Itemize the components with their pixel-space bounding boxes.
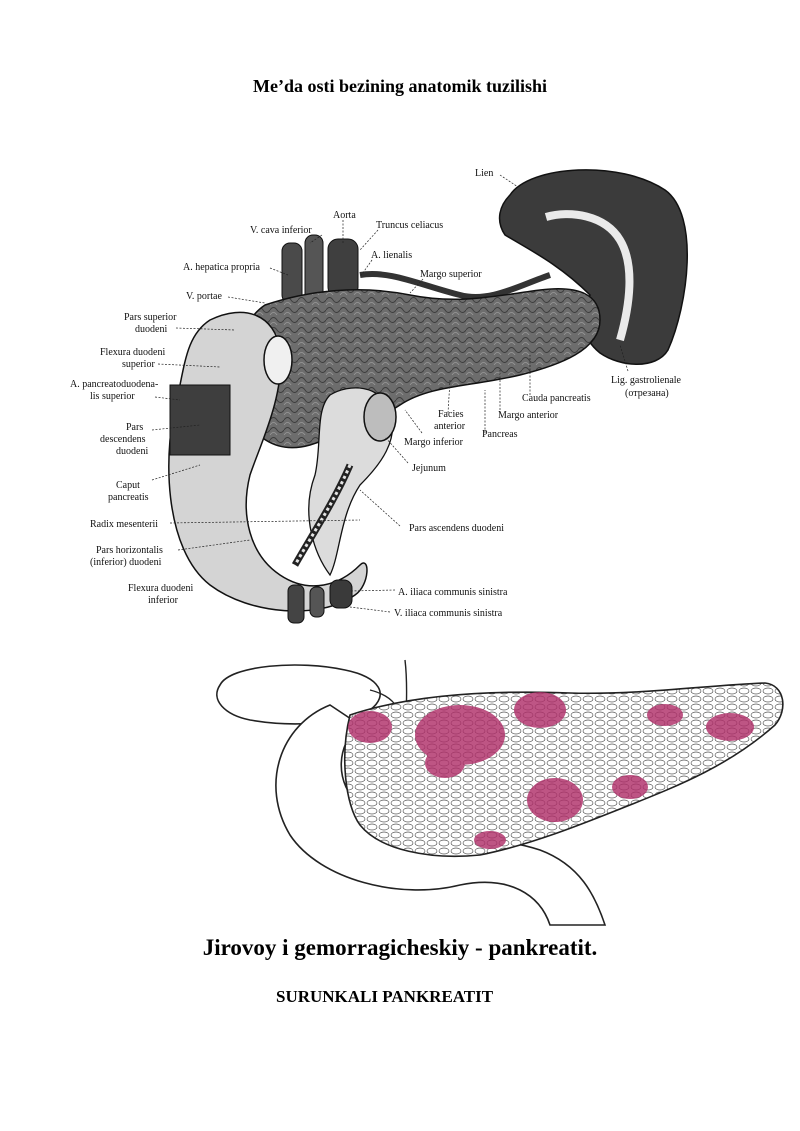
label-lig-gastrolienale-2: (отрезана): [625, 388, 669, 399]
label-jejunum: Jejunum: [412, 463, 446, 474]
label-pars-superior-1: Pars superior: [124, 312, 177, 323]
page-title: Me’da osti bezining anatomik tuzilishi: [252, 76, 548, 96]
label-a-iliaca-communis-sinistra: A. iliaca communis sinistra: [398, 587, 508, 598]
label-flexura-superior-1: Flexura duodeni: [100, 347, 165, 358]
label-a-lienalis: A. lienalis: [371, 250, 412, 261]
label-caput-pancreatis-2: pancreatis: [108, 492, 149, 503]
label-facies-anterior-1: Facies: [438, 409, 464, 420]
label-v-portae: V. portae: [186, 291, 222, 302]
label-flexura-inferior-1: Flexura duodeni: [128, 583, 193, 594]
label-margo-inferior: Margo inferior: [404, 437, 464, 448]
label-a-hepatica-propria: A. hepatica propria: [183, 262, 260, 273]
label-v-iliaca-communis-sinistra: V. iliaca communis sinistra: [394, 608, 503, 619]
label-lien: Lien: [475, 168, 493, 179]
label-lig-gastrolienale-1: Lig. gastrolienale: [611, 375, 682, 386]
label-facies-anterior-2: anterior: [434, 421, 466, 432]
label-pars-ascendens-duodeni: Pars ascendens duodeni: [409, 523, 504, 534]
label-pars-horizontalis-1: Pars horizontalis: [96, 545, 163, 556]
label-caput-pancreatis-1: Caput: [116, 480, 140, 491]
figure-caption: Jirovoy i gemorragicheskiy - pankreatit.: [202, 935, 598, 960]
label-radix-mesenterii: Radix mesenterii: [90, 519, 158, 530]
label-margo-anterior: Margo anterior: [498, 410, 559, 421]
label-aorta: Aorta: [333, 210, 356, 221]
label-pars-superior-2: duodeni: [135, 324, 167, 335]
label-margo-superior: Margo superior: [420, 269, 482, 280]
label-v-cava-inferior: V. cava inferior: [250, 225, 312, 236]
label-pars-descendens-2: descendens: [100, 434, 146, 445]
label-pancreas: Pancreas: [482, 429, 518, 440]
label-a-pancreatoduodenalis-1: A. pancreatoduodena-: [70, 379, 158, 390]
hemorrhage-foci: [348, 692, 754, 849]
label-pars-descendens-1: Pars: [126, 422, 143, 433]
label-flexura-inferior-2: inferior: [148, 595, 179, 606]
label-pars-descendens-3: duodeni: [116, 446, 148, 457]
label-pars-horizontalis-2: (inferior) duodeni: [90, 557, 162, 568]
pancreas-anatomy-illustration: Lien Aorta Truncus celiacus V. cava infe…: [70, 168, 688, 624]
label-truncus-celiacus: Truncus celiacus: [376, 220, 443, 231]
label-a-pancreatoduodenalis-2: lis superior: [90, 391, 135, 402]
label-cauda-pancreatis: Cauda pancreatis: [522, 393, 591, 404]
label-flexura-superior-2: superior: [122, 359, 155, 370]
hemorrhagic-pancreatitis-illustration: [216, 659, 784, 926]
section-heading: SURUNKALI PANKREATIT: [276, 987, 494, 1006]
